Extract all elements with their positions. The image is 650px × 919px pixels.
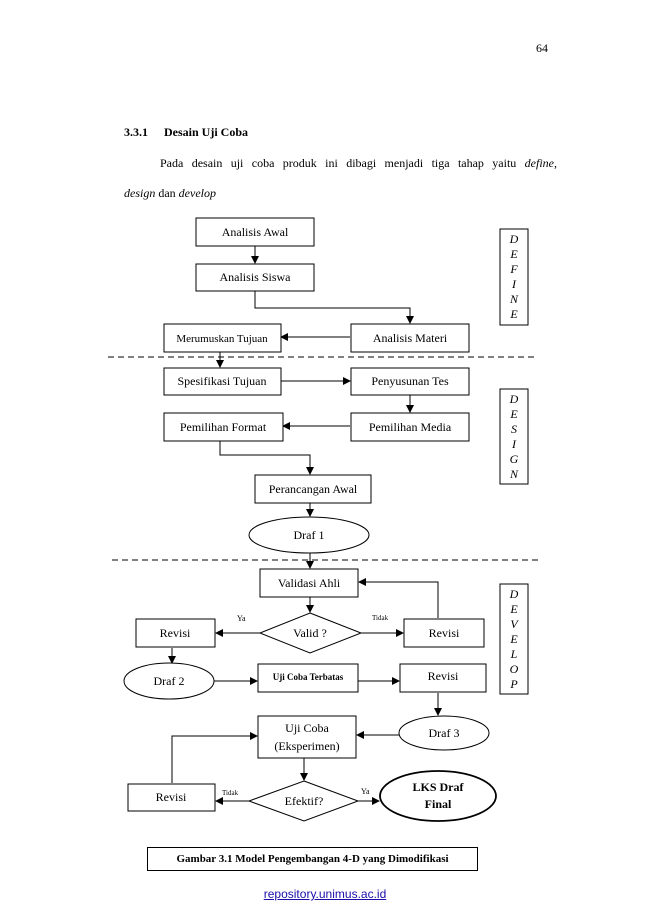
node-revisi-bottom: Revisi <box>127 783 216 812</box>
phase-letter: I <box>511 277 517 291</box>
svg-text:Revisi: Revisi <box>429 626 460 640</box>
term-define: define <box>524 156 554 170</box>
phase-letter: E <box>509 407 518 421</box>
node-spesifikasi-tujuan: Spesifikasi Tujuan <box>163 367 282 396</box>
svg-text:(Eksperimen): (Eksperimen) <box>274 739 339 753</box>
paragraph-text: Pada desain uji coba produk ini dibagi m… <box>160 156 525 170</box>
phase-letter: F <box>509 262 518 276</box>
svg-text:Revisi: Revisi <box>428 669 459 683</box>
node-pemilihan-format: Pemilihan Format <box>163 412 284 442</box>
footer: repository.unimus.ac.id <box>0 887 650 901</box>
node-analisis-materi: Analisis Materi <box>350 323 470 353</box>
phase-letter: E <box>509 632 518 646</box>
phase-letter: S <box>511 422 517 436</box>
svg-text:Final: Final <box>425 797 452 811</box>
svg-text:Merumuskan Tujuan: Merumuskan Tujuan <box>176 333 268 345</box>
node-draf-1: Draf 1 <box>248 516 370 554</box>
phase-letter: D <box>509 392 519 406</box>
connectors <box>168 246 442 805</box>
svg-text:Analisis Materi: Analisis Materi <box>373 331 448 345</box>
node-uji-coba-eksperimen: Uji Coba (Eksperimen) <box>257 715 357 759</box>
term-develop: develop <box>178 186 216 200</box>
node-analisis-siswa: Analisis Siswa <box>195 263 315 292</box>
phase-letter: L <box>510 647 518 661</box>
paragraph-line-1: Pada desain uji coba produk ini dibagi m… <box>160 156 557 171</box>
section-number: 3.3.1 <box>124 125 148 139</box>
node-draf-2: Draf 2 <box>123 662 215 700</box>
label-tidak-valid: Tidak <box>372 614 389 622</box>
label-tidak-efektif: Tidak <box>222 789 239 797</box>
phase-letter: E <box>509 602 518 616</box>
label-ya-efektif: Ya <box>361 787 370 796</box>
node-revisi-right: Revisi <box>403 618 485 648</box>
node-valid-decision: Valid ? <box>258 612 363 654</box>
node-pemilihan-media: Pemilihan Media <box>350 412 470 442</box>
node-validasi-ahli: Validasi Ahli <box>259 568 359 598</box>
phase-letter: O <box>510 662 519 676</box>
page-number: 64 <box>536 41 548 55</box>
svg-text:Spesifikasi Tujuan: Spesifikasi Tujuan <box>177 374 266 388</box>
svg-text:Draf 3: Draf 3 <box>429 726 460 740</box>
svg-text:Draf 2: Draf 2 <box>154 674 185 688</box>
phase-letter: N <box>509 292 519 306</box>
node-merumuskan-tujuan: Merumuskan Tujuan <box>163 323 282 353</box>
svg-text:Efektif?: Efektif? <box>285 794 324 808</box>
section-title: Desain Uji Coba <box>164 125 249 139</box>
phase-letter: V <box>510 617 519 631</box>
svg-text:Revisi: Revisi <box>160 626 191 640</box>
section-heading: 3.3.1 Desain Uji Coba <box>124 125 248 140</box>
svg-text:Perancangan Awal: Perancangan Awal <box>269 482 358 496</box>
paragraph-text: dan <box>155 186 179 200</box>
node-analisis-awal: Analisis Awal <box>195 217 315 247</box>
phase-letter: P <box>509 677 518 691</box>
node-draf-3: Draf 3 <box>398 715 490 751</box>
svg-text:Penyusunan Tes: Penyusunan Tes <box>371 374 449 388</box>
node-revisi-mid: Revisi <box>399 663 487 693</box>
svg-text:Uji Coba: Uji Coba <box>285 721 329 735</box>
node-efektif-decision: Efektif? <box>247 780 360 822</box>
phase-letter: N <box>509 467 519 481</box>
phase-letter: G <box>510 452 519 466</box>
paragraph-line-2: design dan develop <box>124 186 216 201</box>
node-revisi-left: Revisi <box>135 618 216 648</box>
phase-letter: I <box>511 437 517 451</box>
term-design: design <box>124 186 156 200</box>
svg-text:Pemilihan Format: Pemilihan Format <box>180 420 267 434</box>
svg-text:Revisi: Revisi <box>156 790 187 804</box>
svg-text:Analisis Awal: Analisis Awal <box>222 225 289 239</box>
node-perancangan-awal: Perancangan Awal <box>254 474 372 504</box>
phase-letter: D <box>509 587 519 601</box>
node-penyusunan-tes: Penyusunan Tes <box>350 367 470 396</box>
svg-text:Valid ?: Valid ? <box>293 626 327 640</box>
svg-text:Validasi Ahli: Validasi Ahli <box>278 576 341 590</box>
phase-letter: E <box>509 307 518 321</box>
svg-text:LKS Draf: LKS Draf <box>413 780 465 794</box>
repository-link[interactable]: repository.unimus.ac.id <box>263 887 387 901</box>
svg-text:Analisis Siswa: Analisis Siswa <box>219 270 291 284</box>
node-uji-coba-terbatas: Uji Coba Terbatas <box>257 663 359 693</box>
paragraph-punct: , <box>554 156 557 170</box>
node-lks-draf-final: LKS Draf Final <box>379 770 497 822</box>
phase-letter: D <box>509 232 519 246</box>
svg-text:Draf 1: Draf 1 <box>294 528 325 542</box>
figure-caption: Gambar 3.1 Model Pengembangan 4-D yang D… <box>147 847 478 871</box>
label-ya-valid: Ya <box>237 614 246 623</box>
svg-text:Pemilihan Media: Pemilihan Media <box>369 420 452 434</box>
phase-letter: E <box>509 247 518 261</box>
svg-text:Uji Coba Terbatas: Uji Coba Terbatas <box>273 672 344 682</box>
